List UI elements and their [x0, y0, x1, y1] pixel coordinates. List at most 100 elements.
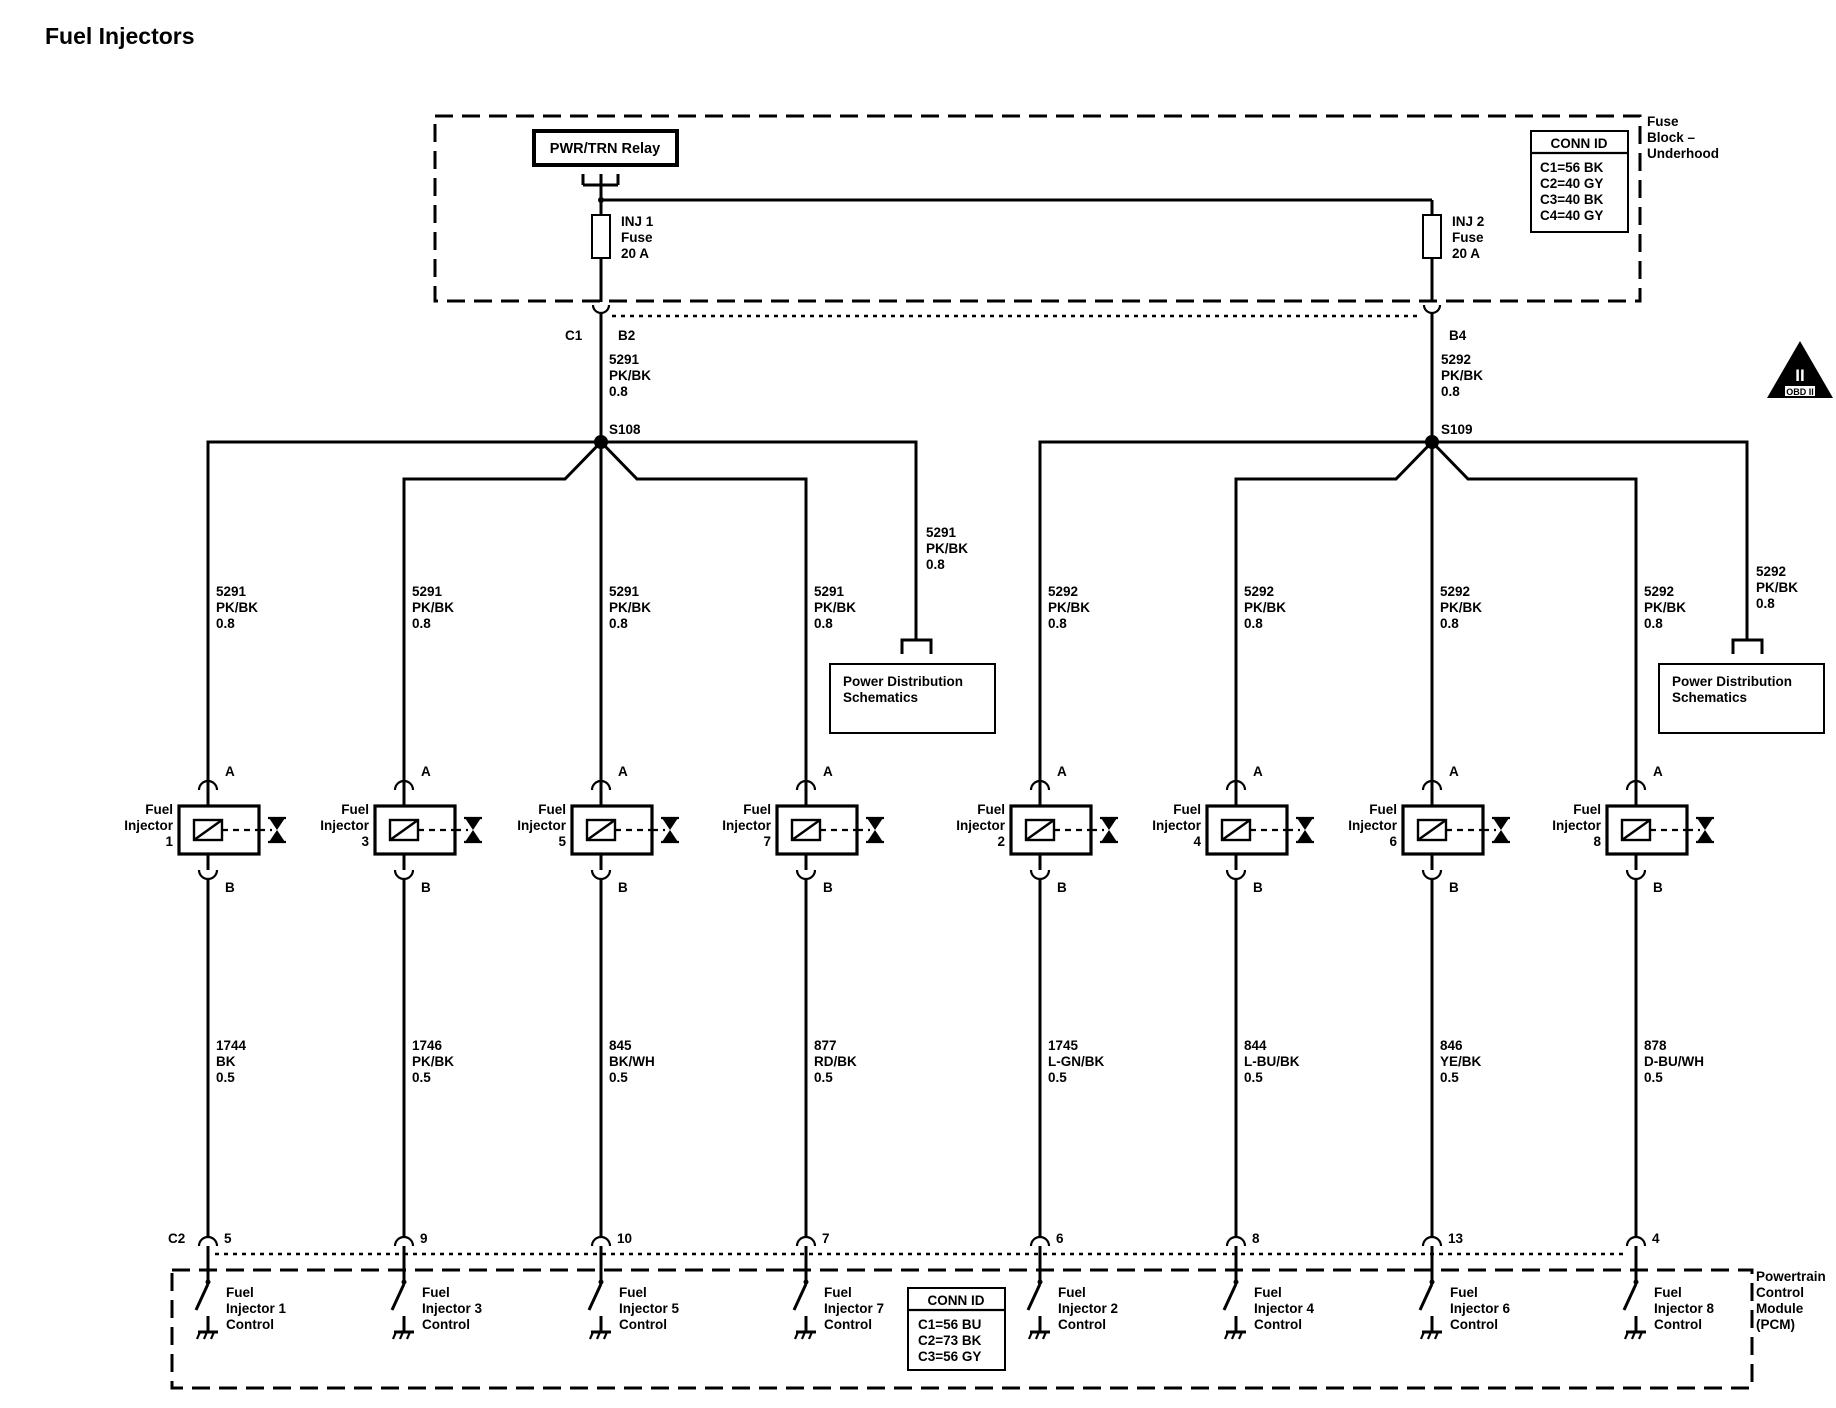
- pcm-control-label-line-1: Fuel: [824, 1285, 852, 1300]
- injector-feed-circuit: 5291: [814, 584, 845, 599]
- fuel-injector-4: 5292PK/BK0.8AFuelInjector4B844L-BU/BK0.5…: [1152, 584, 1315, 1340]
- injector-pin-a: A: [421, 764, 431, 779]
- fuel-injector-2: 5292PK/BK0.8AFuelInjector2B1745L-GN/BK0.…: [956, 584, 1118, 1340]
- injector-ctrl-circuit: 845: [609, 1038, 632, 1053]
- pd2-line-1: Power Distribution: [1672, 674, 1792, 689]
- injector-feed-gauge: 0.8: [1644, 616, 1663, 631]
- pcm-control-label-line-3: Control: [1450, 1317, 1498, 1332]
- injector-feed-gauge: 0.8: [1048, 616, 1067, 631]
- injector-pin-b: B: [1653, 880, 1663, 895]
- injector-pin-b: B: [421, 880, 431, 895]
- pcm-control-label-line-2: Injector 6: [1450, 1301, 1511, 1316]
- pcm-control-label-line-1: Fuel: [422, 1285, 450, 1300]
- injector-label-number: 2: [997, 834, 1005, 849]
- pcm-control-label-line-3: Control: [422, 1317, 470, 1332]
- c1-connector-label: C1: [565, 328, 583, 343]
- fuse-block-conn-id-line-2: C2=40 GY: [1540, 176, 1603, 191]
- pcm-pin-number: 8: [1252, 1231, 1260, 1246]
- injector-label-number: 1: [165, 834, 173, 849]
- injector-label-number: 5: [558, 834, 566, 849]
- injector-ctrl-circuit: 846: [1440, 1038, 1463, 1053]
- injector-feed-gauge: 0.8: [216, 616, 235, 631]
- pcm-control-label-line-2: Injector 4: [1254, 1301, 1315, 1316]
- pd2-wire-circuit: 5292: [1756, 564, 1786, 579]
- injector-ctrl-circuit: 878: [1644, 1038, 1667, 1053]
- splice-s109-harness: [1038, 435, 1749, 770]
- injector-label-line-1: Fuel: [145, 802, 173, 817]
- injector-ctrl-color: BK/WH: [609, 1054, 655, 1069]
- pd2-line-2: Schematics: [1672, 690, 1747, 705]
- injector-label-line-2: Injector: [956, 818, 1006, 833]
- injector-ctrl-color: RD/BK: [814, 1054, 857, 1069]
- inj2-fuse-line-1: INJ 2: [1452, 214, 1484, 229]
- injector-ctrl-circuit: 1746: [412, 1038, 443, 1053]
- pcm-control-label-line-2: Injector 5: [619, 1301, 680, 1316]
- fuse-block-conn-id-line-3: C3=40 BK: [1540, 192, 1604, 207]
- injector-ctrl-color: PK/BK: [412, 1054, 454, 1069]
- pcm-pin-number: 9: [420, 1231, 428, 1246]
- pcm-control-label-line-1: Fuel: [1654, 1285, 1682, 1300]
- pcm-label-line-1: Powertrain: [1756, 1269, 1826, 1284]
- pcm-label-line-3: Module: [1756, 1301, 1804, 1316]
- injector-label-line-2: Injector: [1152, 818, 1202, 833]
- injector-ctrl-gauge: 0.5: [609, 1070, 628, 1085]
- fuse-block-conn-id-box: CONN ID C1=56 BK C2=40 GY C3=40 BK C4=40…: [1530, 130, 1629, 233]
- feed-5292-circuit: 5292: [1441, 352, 1471, 367]
- pcm-control-label-line-3: Control: [226, 1317, 274, 1332]
- injector-feed-gauge: 0.8: [1244, 616, 1263, 631]
- injector-ctrl-color: L-GN/BK: [1048, 1054, 1104, 1069]
- pd1-wire-gauge: 0.8: [926, 557, 945, 572]
- pcm-pin-number: 5: [224, 1231, 232, 1246]
- injector-feed-circuit: 5292: [1644, 584, 1674, 599]
- injector-pin-a: A: [1057, 764, 1067, 779]
- injector-ctrl-gauge: 0.5: [216, 1070, 235, 1085]
- splice-s109-label: S109: [1441, 422, 1473, 437]
- injector-feed-circuit: 5291: [412, 584, 443, 599]
- fuse-block-conn-id-header: CONN ID: [1551, 136, 1608, 151]
- injector-label-line-1: Fuel: [977, 802, 1005, 817]
- injector-label-line-1: Fuel: [1369, 802, 1397, 817]
- feed-5292-color: PK/BK: [1441, 368, 1483, 383]
- injector-feed-color: PK/BK: [1048, 600, 1090, 615]
- injector-label-number: 6: [1389, 834, 1397, 849]
- pcm-conn-id-line-1: C1=56 BU: [918, 1317, 981, 1332]
- pcm-control-label-line-3: Control: [1254, 1317, 1302, 1332]
- pcm-control-label-line-2: Injector 3: [422, 1301, 483, 1316]
- pd1-line-1: Power Distribution: [843, 674, 963, 689]
- pcm-control-label-line-2: Injector 8: [1654, 1301, 1715, 1316]
- injector-pin-a: A: [1653, 764, 1663, 779]
- splice-s108-harness: [206, 435, 918, 770]
- inj2-fuse-line-2: Fuse: [1452, 230, 1484, 245]
- fuel-injector-7: 5291PK/BK0.8AFuelInjector7B877RD/BK0.57F…: [722, 584, 884, 1340]
- pcm-conn-id-line-3: C3=56 GY: [918, 1349, 981, 1364]
- injector-feed-circuit: 5291: [609, 584, 640, 599]
- fuse-block-label-line-1: Fuse: [1647, 114, 1679, 129]
- pcm-pin-number: 7: [822, 1231, 830, 1246]
- pcm-pin-number: 4: [1652, 1231, 1660, 1246]
- injector-feed-gauge: 0.8: [412, 616, 431, 631]
- fuse-block-boundary: [433, 114, 1642, 303]
- injector-ctrl-gauge: 0.5: [1048, 1070, 1067, 1085]
- injector-label-number: 7: [763, 834, 771, 849]
- injector-pin-a: A: [618, 764, 628, 779]
- injector-ctrl-circuit: 844: [1244, 1038, 1267, 1053]
- injector-label-number: 4: [1193, 834, 1201, 849]
- obd-roman: II: [1795, 366, 1804, 385]
- power-distribution-ref-1: 5291 PK/BK 0.8 Power Distribution Schema…: [829, 525, 996, 734]
- pcm-control-label-line-2: Injector 7: [824, 1301, 884, 1316]
- fuel-injector-5: 5291PK/BK0.8AFuelInjector5B845BK/WH0.510…: [517, 584, 680, 1340]
- pd2-wire-gauge: 0.8: [1756, 596, 1775, 611]
- injector-pin-b: B: [225, 880, 235, 895]
- fuse-block-label-line-3: Underhood: [1647, 146, 1719, 161]
- pd1-line-2: Schematics: [843, 690, 918, 705]
- pcm-conn-id-header: CONN ID: [928, 1293, 985, 1308]
- injector-label-line-1: Fuel: [743, 802, 771, 817]
- injector-label-line-2: Injector: [1348, 818, 1398, 833]
- injector-ctrl-color: BK: [216, 1054, 236, 1069]
- injector-label-line-1: Fuel: [538, 802, 566, 817]
- injector-label-line-1: Fuel: [341, 802, 369, 817]
- pcm-boundary: [170, 1268, 1754, 1390]
- pcm-control-label-line-3: Control: [1058, 1317, 1106, 1332]
- feed-5291-gauge: 0.8: [609, 384, 628, 399]
- injector-pin-a: A: [1253, 764, 1263, 779]
